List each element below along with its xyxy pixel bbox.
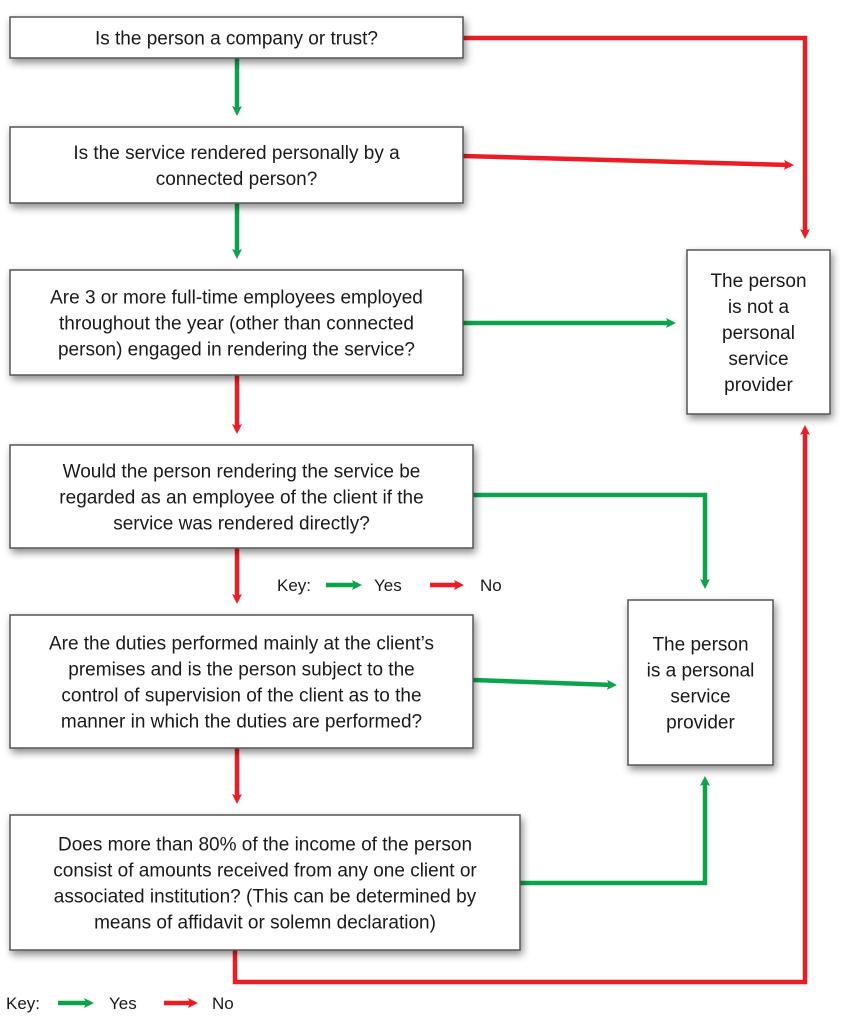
key-label: Key: bbox=[6, 994, 40, 1013]
outcome-not-personal-service-provider-text-line: service bbox=[728, 349, 788, 370]
key-no-label: No bbox=[212, 994, 234, 1013]
question-box-2-frame bbox=[9, 126, 464, 204]
question-box-4-text-line: regarded as an employee of the client if… bbox=[59, 488, 423, 509]
question-box-5-text-line: Are the duties performed mainly at the c… bbox=[49, 634, 434, 655]
question-box-4-text-line: service was rendered directly? bbox=[113, 514, 370, 535]
question-box-3-frame bbox=[9, 269, 464, 376]
outcome-not-personal-service-provider-text-line: provider bbox=[724, 375, 793, 396]
question-box-6-text-line: consist of amounts received from any one… bbox=[53, 861, 477, 882]
key-yes-label: Yes bbox=[109, 994, 137, 1013]
question-box-2: Is the service rendered personally by a c… bbox=[9, 126, 464, 204]
question-box-4-text-line: Would the person rendering the service b… bbox=[63, 462, 421, 483]
question-box-5-text-line: premises and is the person subject to th… bbox=[68, 660, 414, 681]
outcome-not-personal-service-provider-text-line: The person bbox=[710, 271, 806, 292]
outcome-personal-service-provider-text-line: provider bbox=[666, 713, 735, 734]
question-box-5-text-line: control of supervision of the client as … bbox=[61, 686, 421, 707]
outcome-personal-service-provider-frame bbox=[627, 599, 774, 766]
question-box-5-text-line: manner in which the duties are performed… bbox=[61, 712, 422, 733]
outcome-not-personal-service-provider-text-line: is not a bbox=[728, 297, 790, 318]
outcome-not-personal-service-provider-text-line: personal bbox=[722, 323, 795, 344]
question-box-3-text-line: Are 3 or more full-time employees employ… bbox=[50, 288, 423, 309]
key-overlay: Key: Yes No bbox=[277, 576, 502, 595]
no-arrow-q1-not-psp bbox=[463, 35, 810, 239]
question-box-4-frame bbox=[9, 444, 474, 549]
question-box-1-frame bbox=[9, 16, 464, 59]
yes-arrow-q4-is-psp bbox=[473, 492, 710, 589]
question-box-1: Is the person a company or trust? bbox=[9, 16, 464, 59]
outcome-personal-service-provider: The person is a personal service provider bbox=[627, 599, 774, 766]
outcome-personal-service-provider-text-line: service bbox=[670, 687, 730, 708]
question-box-6-text-line: associated institution? (This can be det… bbox=[54, 887, 477, 908]
yes-arrow-q6-is-psp bbox=[520, 776, 710, 886]
key-label: Key: bbox=[277, 576, 311, 595]
question-box-2-text-line: Is the service rendered personally by a bbox=[73, 143, 400, 164]
no-arrow-q2-not-psp bbox=[462, 153, 794, 170]
question-box-1-text-line: Is the person a company or trust? bbox=[95, 29, 378, 50]
question-box-5: Are the duties performed mainly at the c… bbox=[9, 614, 474, 749]
question-box-6-text-line: means of affidavit or solemn declaration… bbox=[94, 913, 436, 934]
yes-arrow-q5-is-psp bbox=[472, 677, 617, 690]
outcome-personal-service-provider-text-line: The person bbox=[652, 635, 748, 656]
key-yes-label: Yes bbox=[374, 576, 402, 595]
question-box-6: Does more than 80% of the income of the … bbox=[9, 814, 521, 951]
question-box-3: Are 3 or more full-time employees employ… bbox=[9, 269, 464, 376]
question-box-4: Would the person rendering the service b… bbox=[9, 444, 474, 549]
outcome-not-personal-service-provider: The person is not a personal service provide… bbox=[686, 249, 831, 415]
outcome-not-personal-service-provider-frame bbox=[686, 249, 831, 415]
question-box-6-frame bbox=[9, 814, 521, 951]
question-box-6-text-line: Does more than 80% of the income of the … bbox=[58, 835, 472, 856]
question-box-3-text-line: person) engaged in rendering the service… bbox=[58, 340, 415, 361]
outcome-personal-service-provider-text-line: is a personal bbox=[647, 661, 755, 682]
question-box-5-frame bbox=[9, 614, 474, 749]
key-no-label: No bbox=[480, 576, 502, 595]
key-legend: Key: Yes No bbox=[6, 994, 234, 1013]
no-arrow-q6-not-psp bbox=[232, 425, 810, 985]
question-box-3-text-line: throughout the year (other than connecte… bbox=[59, 314, 414, 335]
question-box-2-text-line: connected person? bbox=[156, 169, 318, 190]
